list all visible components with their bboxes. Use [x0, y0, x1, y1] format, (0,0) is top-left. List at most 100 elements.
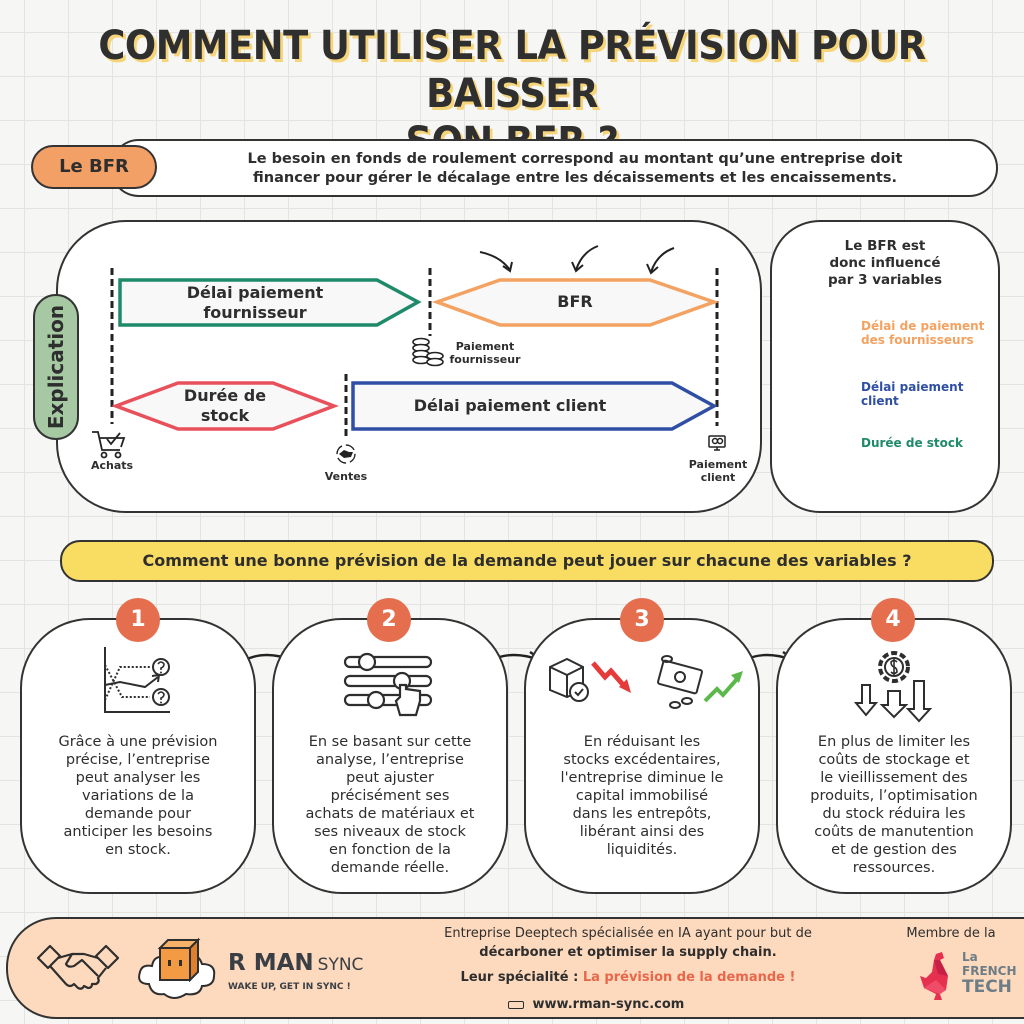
step-3-line: dans les entrepôts,	[572, 806, 712, 822]
variables-title-line-1: Le BFR est	[844, 238, 926, 254]
stock-down-cash-up-icon	[549, 655, 743, 709]
purchases-label: Achats	[90, 459, 134, 472]
step-text-4: En plus de limiter les coûts de stockage…	[789, 733, 999, 877]
rman-sync-logo	[138, 937, 216, 999]
sliders-hand-icon	[343, 652, 433, 717]
variables-title-line-3: par 3 variables	[827, 272, 942, 288]
variable-supplier-delay-line-2: des fournisseurs	[861, 333, 974, 347]
title-line-1: COMMENT UTILISER LA PRÉVISION POUR BAISS…	[98, 23, 926, 117]
step-number-4: 4	[871, 598, 915, 642]
step-4-line: En plus de limiter les	[817, 734, 971, 750]
variables-panel	[770, 220, 1000, 513]
step-4-line: du stock réduira les	[822, 806, 966, 822]
variable-stock-duration-line-1: Durée de stock	[861, 436, 963, 450]
step-3-line: libérant ainsi des	[579, 824, 705, 840]
french-tech-logo-text: La FRENCH TECH	[962, 950, 1018, 997]
step-4-line: ressources.	[852, 860, 936, 876]
client-payment-label-line-2: client	[700, 471, 736, 484]
step-number-2: 2	[367, 598, 411, 642]
step-2-line: ses niveaux de stock	[314, 824, 466, 840]
variable-client-delay: Délai paiement client	[861, 380, 963, 408]
bfr-label: BFR	[557, 292, 593, 311]
web-link-icon	[508, 1000, 524, 1009]
step-2-line: peut ajuster	[346, 770, 434, 786]
company-description-1: Entreprise Deeptech spécialisée en IA ay…	[444, 926, 812, 941]
step-text-1: Grâce à une prévision précise, l’entrepr…	[33, 733, 243, 859]
step-4-line: coûts de stockage et	[818, 752, 970, 768]
step-3-line: liquidités.	[606, 842, 678, 858]
step-2-line: demande réelle.	[330, 860, 450, 876]
website-link[interactable]: www.rman-sync.com	[532, 997, 685, 1012]
definition-text: Le besoin en fonds de roulement correspo…	[190, 150, 960, 188]
supplier-payment-label: Paiement fournisseur	[445, 340, 525, 366]
variable-supplier-delay: Délai de paiement des fournisseurs	[861, 319, 984, 347]
bfr-badge: Le BFR	[31, 145, 157, 189]
variables-title: Le BFR est donc influencé par 3 variable…	[800, 238, 970, 289]
variable-supplier-delay-line-1: Délai de paiement	[861, 319, 985, 333]
step-4-line: et de gestion des	[831, 842, 957, 858]
step-4-line: le vieillissement des	[820, 770, 968, 786]
step-4-line: coûts de manutention	[814, 824, 974, 840]
step-1-line: variations de la	[82, 788, 194, 804]
page-title: COMMENT UTILISER LA PRÉVISION POUR BAISS…	[41, 22, 983, 166]
stock-duration-label-line-1: Durée de	[183, 386, 267, 405]
supplier-delay-label-line-1: Délai paiement	[186, 283, 324, 302]
supplier-delay-label-line-2: fournisseur	[203, 303, 307, 322]
step-1-line: demande pour	[84, 806, 192, 822]
french-tech-rooster-icon	[920, 952, 948, 1000]
client-payment-label: Paiement client	[683, 458, 753, 484]
step-4-line: produits, l’optimisation	[810, 788, 978, 804]
specialty-line: Leur spécialité : La prévision de la dem…	[408, 970, 848, 986]
brand-suffix: SYNC	[317, 955, 364, 975]
member-label: Membre de la	[906, 926, 996, 941]
definition-box	[110, 139, 998, 197]
step-1-line: anticiper les besoins	[63, 824, 213, 840]
handshake-icon	[36, 944, 120, 990]
specialty-label: Leur spécialité :	[460, 970, 579, 985]
cost-gear-down-icon	[854, 651, 933, 723]
sales-label: Ventes	[324, 470, 368, 483]
step-3-line: capital immobilisé	[575, 788, 709, 804]
step-2-line: achats de matériaux et	[305, 806, 475, 822]
step-text-3: En réduisant les stocks excédentaires, l…	[537, 733, 747, 859]
definition-line-1: Le besoin en fonds de roulement correspo…	[247, 151, 903, 167]
variable-stock-duration: Durée de stock	[861, 436, 963, 450]
french-tech-french: FRENCH	[962, 964, 1017, 978]
step-3-line: l'entreprise diminue le	[560, 770, 724, 786]
client-payment-label-line-1: Paiement	[688, 458, 748, 471]
explanation-panel	[56, 220, 762, 513]
step-3-line: En réduisant les	[583, 734, 701, 750]
variable-client-delay-line-2: client	[861, 394, 899, 408]
company-description-2: décarboner et optimiser la supply chain.	[479, 945, 777, 960]
website-line: www.rman-sync.com	[508, 997, 748, 1013]
explanation-badge: Explication	[33, 294, 79, 440]
step-2-line: analyse, l’entreprise	[316, 752, 464, 768]
step-1-line: Grâce à une prévision	[58, 734, 218, 750]
step-number-1: 1	[116, 598, 160, 642]
stock-duration-label: Durée de stock	[160, 386, 290, 426]
brand-tagline: WAKE UP, GET IN SYNC !	[228, 982, 351, 992]
supplier-payment-label-line-1: Paiement	[455, 340, 515, 353]
definition-line-2: financer pour gérer le décalage entre le…	[253, 170, 897, 186]
step-1-line: peut analyser les	[75, 770, 201, 786]
step-card-1	[20, 618, 256, 894]
step-2-line: en fonction de la	[329, 842, 451, 858]
step-1-line: en stock.	[105, 842, 171, 858]
client-delay-label: Délai paiement client	[413, 396, 607, 415]
step-3-line: stocks excédentaires,	[563, 752, 721, 768]
specialty-value: La prévision de la demande !	[582, 970, 796, 985]
step-text-2: En se basant sur cette analyse, l’entrep…	[285, 733, 495, 877]
step-1-line: précise, l’entreprise	[65, 752, 211, 768]
variables-title-line-2: donc influencé	[829, 255, 941, 271]
question-banner: Comment une bonne prévision de la demand…	[60, 540, 994, 582]
chart-question-icon	[104, 647, 170, 713]
variable-client-delay-line-1: Délai paiement	[861, 380, 964, 394]
explanation-label: Explication	[44, 304, 68, 430]
brand-name: R MAN	[228, 950, 314, 976]
supplier-payment-label-line-2: fournisseur	[449, 353, 521, 366]
step-2-line: précisément ses	[330, 788, 450, 804]
step-2-line: En se basant sur cette	[308, 734, 472, 750]
french-tech-tech: TECH	[962, 977, 1012, 997]
step-number-3: 3	[620, 598, 664, 642]
